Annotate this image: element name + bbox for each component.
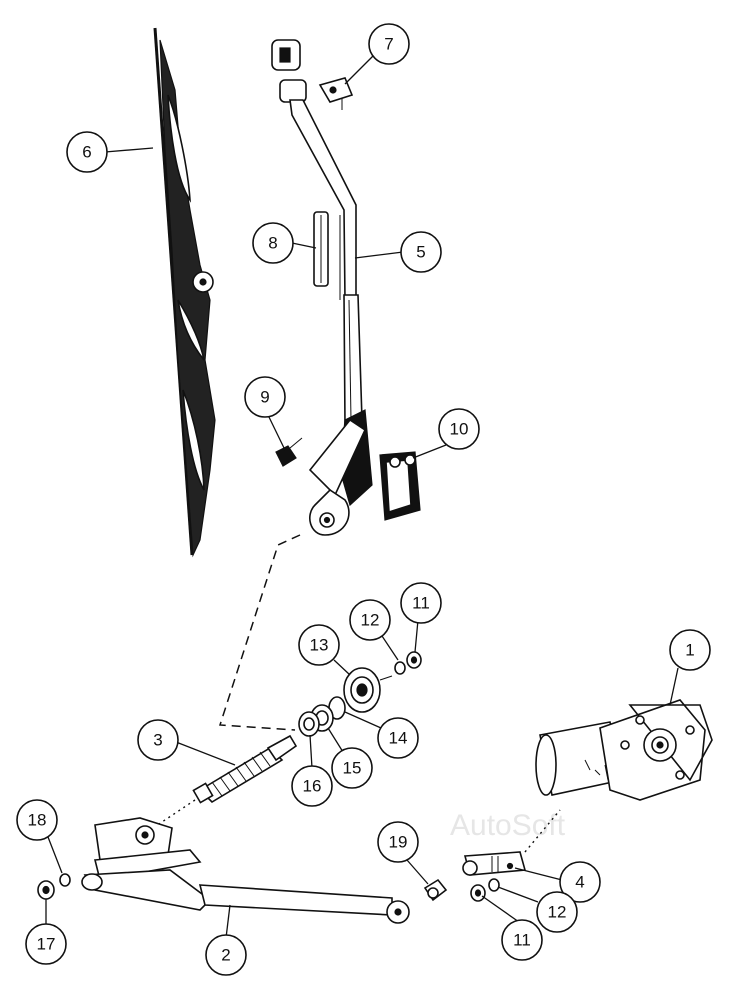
ball-stud-19	[423, 878, 448, 902]
svg-text:8: 8	[268, 234, 277, 253]
callout-19: 19	[377, 821, 419, 863]
callout-13: 13	[298, 624, 340, 666]
wiper-motor-1	[535, 699, 713, 801]
wiper-blade	[153, 27, 216, 558]
svg-text:9: 9	[260, 388, 269, 407]
callout-4: 4	[559, 861, 601, 903]
svg-text:12: 12	[548, 903, 567, 922]
svg-text:4: 4	[575, 873, 584, 892]
svg-text:15: 15	[343, 759, 362, 778]
washer-18	[59, 873, 71, 887]
callout-12-bottom: 12	[536, 891, 578, 933]
wiper-arm	[271, 39, 373, 536]
nut-11-top	[406, 651, 422, 669]
callout-11-top: 11	[400, 582, 442, 624]
svg-text:2: 2	[221, 946, 230, 965]
svg-text:18: 18	[28, 811, 47, 830]
callout-16: 16	[291, 765, 333, 807]
svg-text:10: 10	[450, 420, 469, 439]
callout-3: 3	[137, 719, 179, 761]
callout-5: 5	[400, 231, 442, 273]
callout-1: 1	[669, 629, 711, 671]
callout-12-top: 12	[349, 599, 391, 641]
svg-text:6: 6	[82, 143, 91, 162]
svg-text:11: 11	[412, 594, 430, 613]
svg-text:11: 11	[513, 931, 531, 950]
callout-14: 14	[377, 717, 419, 759]
callout-15: 15	[331, 747, 373, 789]
clip-7	[318, 77, 354, 110]
svg-text:1: 1	[685, 641, 694, 660]
svg-text:17: 17	[37, 935, 56, 954]
svg-text:3: 3	[153, 731, 162, 750]
svg-text:5: 5	[416, 243, 425, 262]
svg-text:19: 19	[389, 833, 408, 852]
svg-text:7: 7	[384, 35, 393, 54]
callout-11-bottom: 11	[501, 919, 543, 961]
callout-8: 8	[252, 222, 294, 264]
linkage-2	[81, 817, 410, 924]
crank-4	[462, 809, 561, 876]
nut-11-bottom	[470, 884, 486, 902]
spindle-housing-3	[149, 734, 298, 831]
washer-12-bottom	[488, 878, 500, 892]
callout-9: 9	[244, 376, 286, 418]
spindle-cap-13	[343, 667, 393, 713]
insert-8	[313, 211, 329, 287]
callout-2: 2	[205, 934, 247, 976]
callout-18: 18	[16, 799, 58, 841]
cover-10	[379, 451, 421, 521]
watermark: AutoSoft	[450, 809, 566, 842]
nut-17	[37, 880, 55, 900]
callout-17: 17	[25, 923, 67, 965]
callout-10: 10	[438, 408, 480, 450]
washer-12-top	[394, 661, 406, 675]
callout-7: 7	[368, 23, 410, 65]
svg-text:16: 16	[303, 777, 322, 796]
clip-9	[275, 437, 303, 467]
svg-text:14: 14	[389, 729, 408, 748]
svg-text:12: 12	[361, 611, 380, 630]
alignment-line	[218, 534, 301, 731]
leader-lines	[45, 55, 679, 939]
svg-text:13: 13	[310, 636, 329, 655]
bushing-16	[298, 711, 320, 737]
callout-6: 6	[66, 131, 108, 173]
